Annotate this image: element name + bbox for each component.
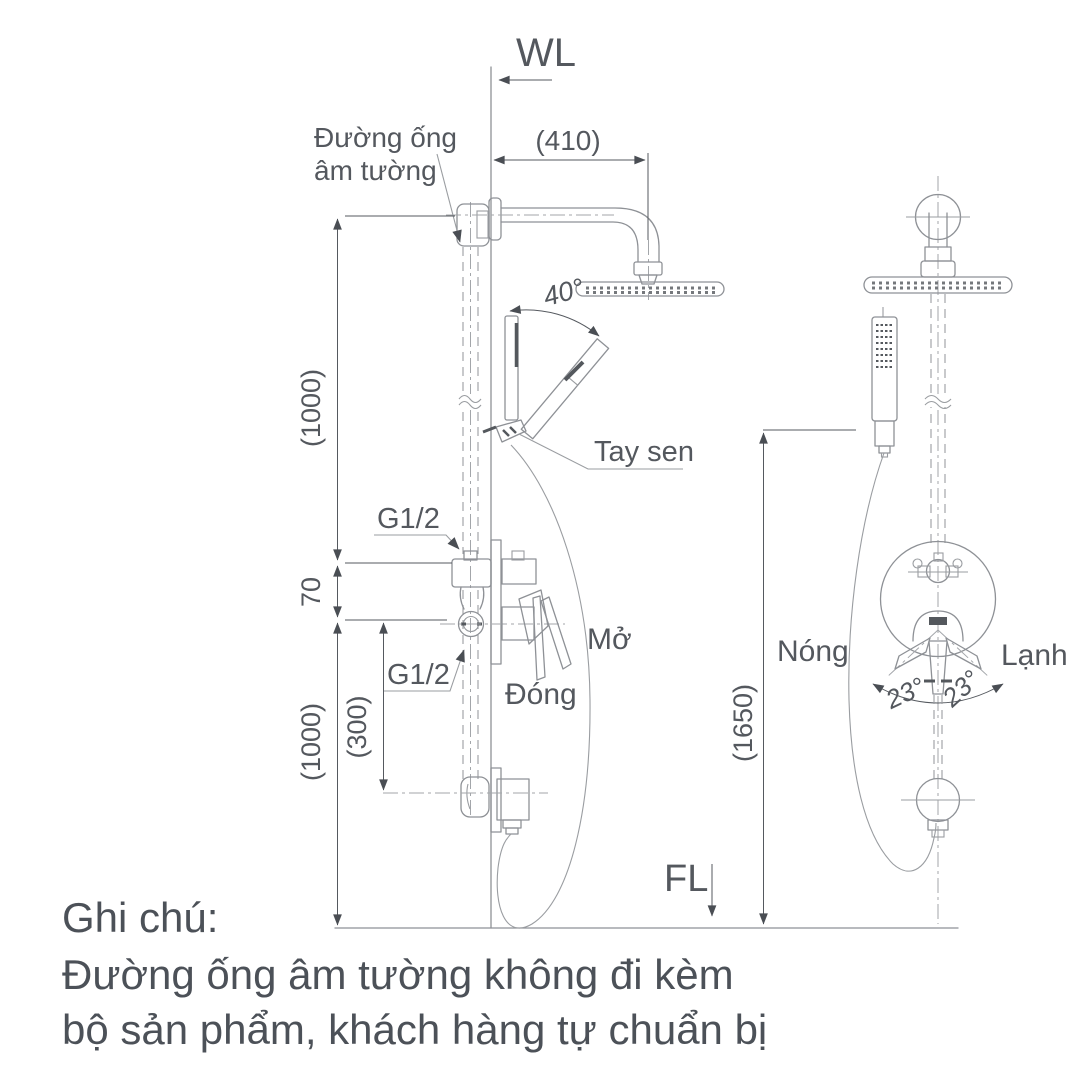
- hand-shower-holder: [495, 419, 527, 443]
- mixer-valve-side: Mở Đóng: [440, 550, 632, 711]
- shower-arm: [446, 203, 663, 300]
- supply-fitting: [451, 558, 492, 588]
- swing-right-label: 23°: [936, 664, 986, 713]
- fitting-gap-label: 70: [296, 577, 326, 607]
- hand-shower-label: Tay sen: [594, 436, 694, 468]
- front-view: 23° 23° Nóng Lạnh (1650): [728, 176, 1068, 925]
- lever-left-swing: [894, 637, 931, 670]
- note-line-1: Đường ống âm tường không đi kèm: [62, 951, 734, 998]
- dimension-mixer-height: (1650): [728, 429, 856, 925]
- lever-open-position: [540, 596, 572, 670]
- open-label: Mở: [587, 623, 632, 656]
- arm-projection-label: (410): [535, 125, 600, 156]
- lever-swing-arc: [872, 683, 1004, 704]
- note-line-2: bộ sản phẩm, khách hàng tự chuẩn bị: [62, 1006, 767, 1053]
- outlet-offset-label: (300): [342, 695, 372, 758]
- handle-dome: [912, 610, 964, 642]
- valve-escutcheon-front: [879, 540, 997, 658]
- pipe-break-symbol-front: [924, 394, 952, 404]
- rain-shower-head-side: [575, 281, 725, 297]
- concealed-pipe-callout: Đường ống âm tường: [314, 122, 462, 243]
- mixer-height-label: (1650): [728, 684, 758, 762]
- lever-closed-position: [532, 595, 546, 681]
- dimension-arm: (410): [493, 125, 649, 240]
- side-view: 40° Tay sen Mở Đóng: [314, 122, 725, 929]
- floor-line-label: FL: [664, 858, 708, 900]
- lever-right-swing: [945, 637, 982, 670]
- outlet-ball-front: [901, 695, 975, 838]
- rain-shower-head-front: [863, 276, 1013, 294]
- shower-hose-front: [848, 452, 937, 872]
- hand-shower-leader: [518, 433, 683, 470]
- upper-height-label: (1000): [296, 369, 326, 447]
- valve-plate: [490, 539, 502, 665]
- swivel-angle-label: 40°: [540, 272, 587, 312]
- outlet-box: [496, 778, 530, 821]
- pipe-break-symbol: [458, 394, 482, 404]
- hand-shower-side: 40° Tay sen: [482, 272, 694, 470]
- closed-label: Đóng: [505, 678, 577, 711]
- concealed-box-upper: [501, 558, 537, 585]
- outlet-elbow: [383, 776, 548, 835]
- hot-water-label: Nóng: [777, 635, 849, 668]
- wall-line-label: WL: [516, 31, 576, 75]
- cold-water-label: Lạnh: [1001, 639, 1068, 672]
- lower-height-label: (1000): [296, 703, 326, 781]
- note-heading: Ghi chú:: [62, 894, 218, 941]
- valve-inlet: [457, 610, 485, 638]
- swing-left-label: 23°: [880, 671, 929, 715]
- shower-hose-side: [496, 444, 591, 929]
- dimension-stack-left: (1000) 70 (1000) (300): [296, 215, 455, 926]
- thread-callouts: G1/2 G1/2: [374, 503, 465, 692]
- swivel-arc: [509, 305, 600, 337]
- hand-shower-front: [871, 307, 898, 458]
- outlet-plate: [490, 767, 502, 833]
- hand-shower-tilted: [520, 338, 610, 440]
- concealed-pipe-label-1: Đường ống: [314, 122, 457, 153]
- lever-escutcheon: [518, 589, 549, 645]
- concealed-pipe: [458, 202, 482, 816]
- concealed-pipe-leader: [436, 153, 462, 243]
- thread-lower-label: G1/2: [387, 659, 450, 691]
- lever-center: [928, 640, 948, 695]
- pipe-elbow: [456, 203, 490, 247]
- note-block: Ghi chú: Đường ống âm tường không đi kèm…: [62, 894, 767, 1053]
- concealed-pipe-label-2: âm tường: [314, 155, 437, 186]
- thread-upper-label: G1/2: [377, 503, 440, 535]
